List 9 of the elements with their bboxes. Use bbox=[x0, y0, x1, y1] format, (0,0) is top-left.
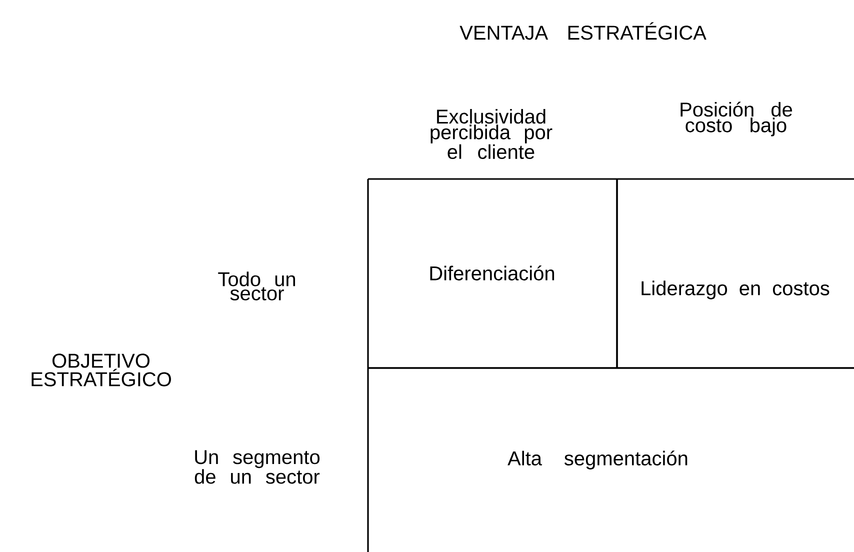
heading: VENTAJA ESTRATÉGICA bbox=[460, 22, 706, 40]
column-heading: Posición de costo bajo bbox=[680, 102, 792, 136]
row-heading: Un segmento de un sector bbox=[194, 450, 320, 484]
row-heading: Todo un sector bbox=[218, 272, 296, 300]
matrix-cell: Diferenciación bbox=[367, 178, 618, 369]
matrix-cell: Liderazgo en costos bbox=[616, 178, 854, 369]
axis-label: OBJETIVO ESTRATÉGICO bbox=[32, 354, 171, 386]
matrix-cell: Alta segmentación bbox=[367, 367, 854, 552]
column-heading: Exclusividad percibida por el cliente bbox=[430, 109, 552, 159]
